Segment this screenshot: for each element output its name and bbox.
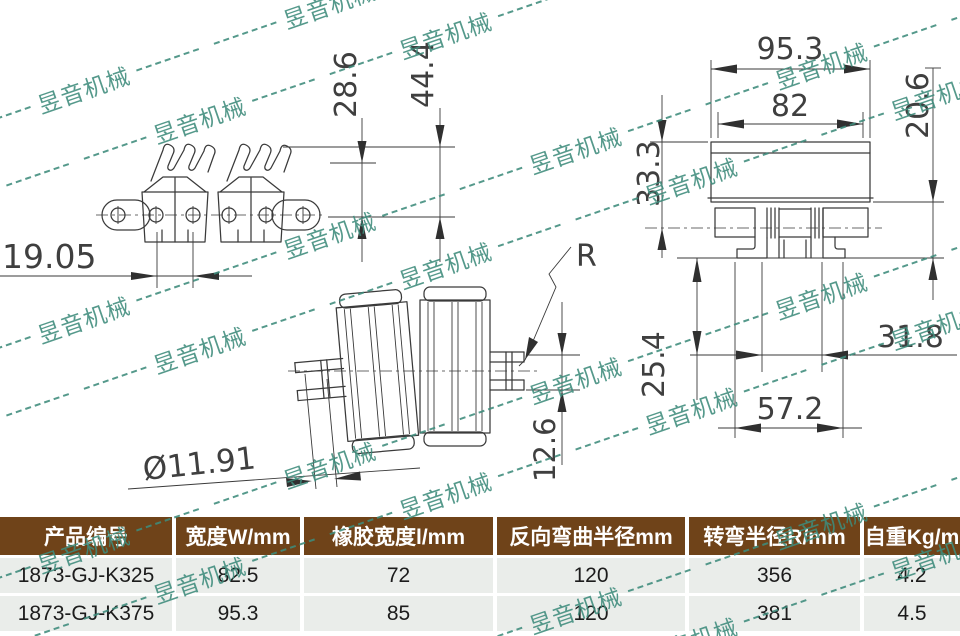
spec-table: 产品编号 宽度W/mm 橡胶宽度l/mm 反向弯曲半径mm 转弯半径R/mm 自…	[0, 517, 960, 631]
cell-backbend-radius: 120	[497, 596, 685, 631]
engineering-drawing: 19.05 28.6 44.4	[0, 32, 957, 490]
dim-pin-to-top: 28.6	[329, 51, 364, 118]
dim-side-link-height: 12.6	[528, 417, 562, 482]
cell-weight: 4.2	[864, 558, 960, 593]
cell-width: 82.5	[176, 558, 300, 593]
dim-inner-gap: 31.8	[877, 320, 944, 355]
watermark-text: 昱音机械	[0, 632, 4, 636]
dim-outer-width: 95.3	[757, 32, 824, 67]
side-view: 19.05 28.6 44.4	[0, 41, 455, 288]
cell-turn-radius: 381	[689, 596, 860, 631]
cell-width: 95.3	[176, 596, 300, 631]
col-header-weight: 自重Kg/m	[864, 517, 960, 555]
dim-pitch: 19.05	[2, 237, 96, 276]
left-roller-section	[714, 207, 756, 238]
dim-feet-outer: 57.2	[757, 392, 824, 427]
cell-rubber-width: 85	[304, 596, 493, 631]
dim-left-height: 33.3	[632, 140, 667, 207]
dim-inner-width: 82	[771, 89, 809, 124]
col-header-turn-radius: 转弯半径R/mm	[689, 517, 860, 555]
dim-radius-label: R	[576, 239, 597, 274]
col-header-width: 宽度W/mm	[176, 517, 300, 555]
dim-leg-height: 25.4	[637, 331, 672, 398]
section-view: 95.3 82 20.6 33.3 25.4 31.8 57.2	[632, 32, 957, 438]
cell-turn-radius: 356	[689, 558, 860, 593]
cell-backbend-radius: 120	[497, 558, 685, 593]
col-header-product-code: 产品编号	[0, 517, 172, 555]
grip-fingers	[226, 143, 292, 182]
cell-rubber-width: 72	[304, 558, 493, 593]
cell-weight: 4.5	[864, 596, 960, 631]
right-roller-section	[822, 207, 869, 238]
cell-product-code: 1873-GJ-K325	[0, 558, 172, 593]
dim-total-height: 44.4	[406, 41, 441, 108]
col-header-rubber-width: 橡胶宽度l/mm	[304, 517, 493, 555]
cell-product-code: 1873-GJ-K375	[0, 596, 172, 631]
dim-right-height: 20.6	[901, 72, 936, 139]
col-header-backbend-radius: 反向弯曲半径mm	[497, 517, 685, 555]
grip-fingers	[150, 143, 216, 182]
